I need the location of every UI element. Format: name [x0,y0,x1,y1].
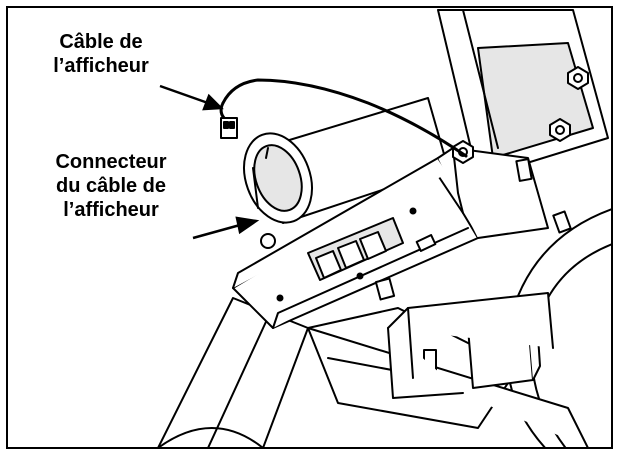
cable-clips [374,158,572,371]
callout-arrows [159,84,260,240]
cable-plug [220,117,238,139]
lower-enclosure [387,292,554,399]
display-cable-connector-label: Connecteur du câble de l’afficheur [55,151,167,221]
assembly-drawing [157,9,611,447]
connector-block [260,207,417,302]
lower-tube [157,297,309,447]
arrow-head-cable [202,93,224,111]
figure-frame: Câble de l’afficheur Connecteur du câble… [6,6,613,449]
arrow-head-connector [235,216,260,235]
display-cable-label: Câble de l’afficheur [53,31,149,77]
upper-tube [243,97,449,224]
mounting-bolts [452,66,589,164]
